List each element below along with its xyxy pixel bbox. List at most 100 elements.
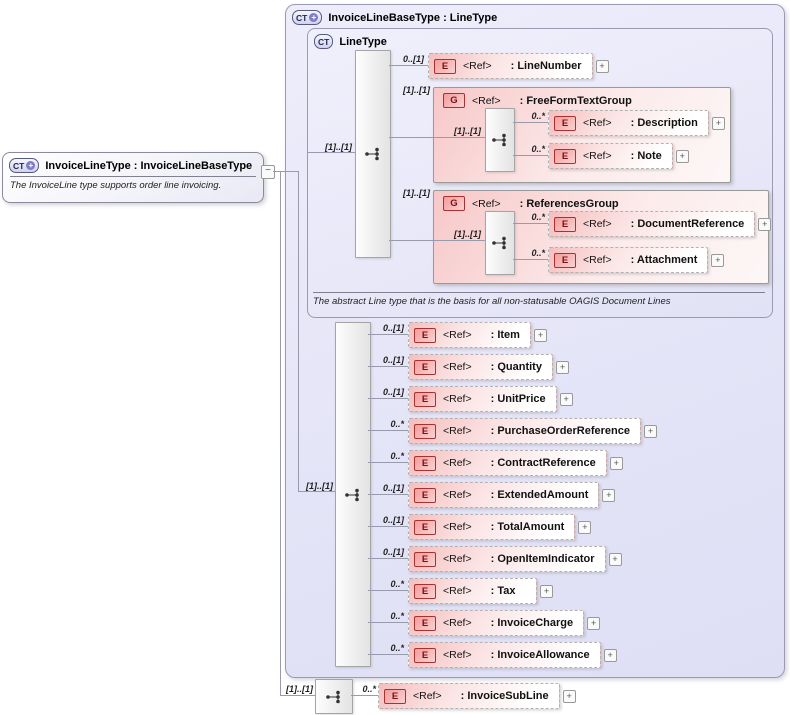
- element-row-total-amount[interactable]: E <Ref> : TotalAmount +: [408, 514, 592, 540]
- element-row-purchase-order-reference[interactable]: E <Ref> : PurchaseOrderReference +: [408, 418, 658, 444]
- element-box[interactable]: E <Ref> : PurchaseOrderReference: [408, 418, 642, 444]
- expand-icon[interactable]: +: [533, 328, 547, 342]
- expand-icon[interactable]: +: [711, 253, 725, 267]
- connector-line: [308, 152, 355, 153]
- element-box[interactable]: E <Ref> : UnitPrice: [408, 386, 557, 412]
- connector-line: [368, 398, 408, 399]
- element-box[interactable]: E <Ref> : InvoiceSubLine: [378, 683, 560, 709]
- cardinality-label: [1]..[1]: [325, 142, 352, 152]
- cardinality-label: 0..*: [531, 248, 545, 258]
- element-row-line-number[interactable]: E <Ref> : LineNumber +: [428, 53, 609, 79]
- element-name: : Description: [630, 117, 698, 129]
- element-box[interactable]: E <Ref> : ContractReference: [408, 450, 607, 476]
- element-box[interactable]: E <Ref> : Description: [548, 110, 709, 136]
- expand-icon[interactable]: +: [603, 648, 617, 662]
- element-row-unit-price[interactable]: E <Ref> : UnitPrice +: [408, 386, 573, 412]
- cardinality-label: 0..[1]: [382, 515, 404, 525]
- collapse-icon[interactable]: −: [261, 165, 275, 179]
- connector-line: [351, 695, 378, 696]
- derived-plus-icon: +: [309, 13, 319, 22]
- element-row-contract-reference[interactable]: E <Ref> : ContractReference +: [408, 450, 623, 476]
- connector-line: [389, 65, 428, 66]
- element-name: : ContractReference: [490, 457, 596, 469]
- expand-icon[interactable]: +: [559, 392, 573, 406]
- element-box[interactable]: E <Ref> : InvoiceAllowance: [408, 642, 601, 668]
- cardinality-label: 0..*: [531, 144, 545, 154]
- sequence-bar[interactable]: [315, 679, 353, 714]
- element-box[interactable]: E <Ref> : DocumentReference: [548, 211, 756, 237]
- element-row-open-item-indicator[interactable]: E <Ref> : OpenItemIndicator +: [408, 546, 622, 572]
- element-icon: E: [414, 327, 436, 343]
- element-name: : Attachment: [630, 254, 698, 266]
- element-icon: E: [414, 519, 436, 535]
- element-box[interactable]: E <Ref> : ExtendedAmount: [408, 482, 600, 508]
- element-row-extended-amount[interactable]: E <Ref> : ExtendedAmount +: [408, 482, 616, 508]
- title-separator: [10, 176, 256, 177]
- element-name: : UnitPrice: [490, 393, 546, 405]
- ref-label: <Ref>: [443, 425, 472, 437]
- expand-icon[interactable]: +: [562, 689, 576, 703]
- expand-icon[interactable]: +: [595, 59, 609, 73]
- connector-line: [368, 430, 408, 431]
- element-name: : InvoiceSubLine: [460, 690, 549, 702]
- element-box[interactable]: E <Ref> : Attachment: [548, 247, 709, 273]
- ref-label: <Ref>: [472, 197, 501, 210]
- expand-icon[interactable]: +: [555, 360, 569, 374]
- connector-line: [368, 334, 408, 335]
- element-row-invoice-sub-line[interactable]: E <Ref> : InvoiceSubLine +: [378, 683, 576, 709]
- connector-line: [368, 462, 408, 463]
- element-box[interactable]: E <Ref> : Quantity: [408, 354, 553, 380]
- connector-line: [368, 558, 408, 559]
- cardinality-label: 0..*: [390, 643, 404, 653]
- element-row-tax[interactable]: E <Ref> : Tax +: [408, 578, 553, 604]
- element-box[interactable]: E <Ref> : Note: [548, 143, 673, 169]
- element-row-attachment[interactable]: E <Ref> : Attachment +: [548, 247, 725, 273]
- cardinality-label: 0..[1]: [382, 547, 404, 557]
- element-box[interactable]: E <Ref> : OpenItemIndicator: [408, 546, 606, 572]
- element-box[interactable]: E <Ref> : LineNumber: [428, 53, 593, 79]
- invoice-line-type-title: InvoiceLineType : InvoiceLineBaseType: [45, 159, 253, 172]
- element-row-description[interactable]: E <Ref> : Description +: [548, 110, 725, 136]
- element-name: : PurchaseOrderReference: [490, 425, 631, 437]
- element-icon: E: [384, 688, 406, 704]
- cardinality-label: 0..[1]: [382, 387, 404, 397]
- invoice-line-type-box[interactable]: CT+ InvoiceLineType : InvoiceLineBaseTyp…: [2, 152, 264, 203]
- cardinality-label: 0..[1]: [382, 355, 404, 365]
- expand-icon[interactable]: +: [758, 217, 772, 231]
- expand-icon[interactable]: +: [602, 488, 616, 502]
- element-box[interactable]: E <Ref> : InvoiceCharge: [408, 610, 585, 636]
- element-row-invoice-charge[interactable]: E <Ref> : InvoiceCharge +: [408, 610, 601, 636]
- element-row-document-reference[interactable]: E <Ref> : DocumentReference +: [548, 211, 772, 237]
- cardinality-label: [1]..[1]: [454, 229, 481, 239]
- element-box[interactable]: E <Ref> : Tax: [408, 578, 537, 604]
- element-row-invoice-allowance[interactable]: E <Ref> : InvoiceAllowance +: [408, 642, 617, 668]
- group-header: G <Ref> : ReferencesGroup: [434, 191, 768, 211]
- sequence-bar[interactable]: [485, 108, 515, 172]
- expand-icon[interactable]: +: [644, 424, 658, 438]
- element-row-note[interactable]: E <Ref> : Note +: [548, 143, 689, 169]
- element-box[interactable]: E <Ref> : TotalAmount: [408, 514, 576, 540]
- ref-label: <Ref>: [443, 393, 472, 405]
- sequence-bar[interactable]: [355, 50, 391, 258]
- ref-label: <Ref>: [413, 690, 442, 702]
- expand-icon[interactable]: +: [540, 584, 553, 598]
- element-name: : Tax: [490, 585, 516, 597]
- element-row-item[interactable]: E <Ref> : Item +: [408, 322, 547, 348]
- line-type-title: LineType: [339, 35, 387, 48]
- expand-icon[interactable]: +: [711, 116, 725, 130]
- complex-type-icon: CT: [314, 34, 334, 49]
- connector-line: [513, 122, 548, 123]
- expand-icon[interactable]: +: [609, 456, 623, 470]
- ref-label: <Ref>: [583, 117, 612, 129]
- expand-icon[interactable]: +: [608, 552, 622, 566]
- element-box[interactable]: E <Ref> : Item: [408, 322, 531, 348]
- expand-icon[interactable]: +: [587, 616, 601, 630]
- element-row-quantity[interactable]: E <Ref> : Quantity +: [408, 354, 569, 380]
- connector-line: [433, 240, 485, 241]
- expand-icon[interactable]: +: [578, 520, 592, 534]
- expand-icon[interactable]: +: [675, 149, 689, 163]
- element-icon: E: [414, 455, 436, 471]
- element-icon: E: [414, 647, 436, 663]
- ref-label: <Ref>: [463, 60, 492, 72]
- sequence-bar[interactable]: [485, 211, 515, 275]
